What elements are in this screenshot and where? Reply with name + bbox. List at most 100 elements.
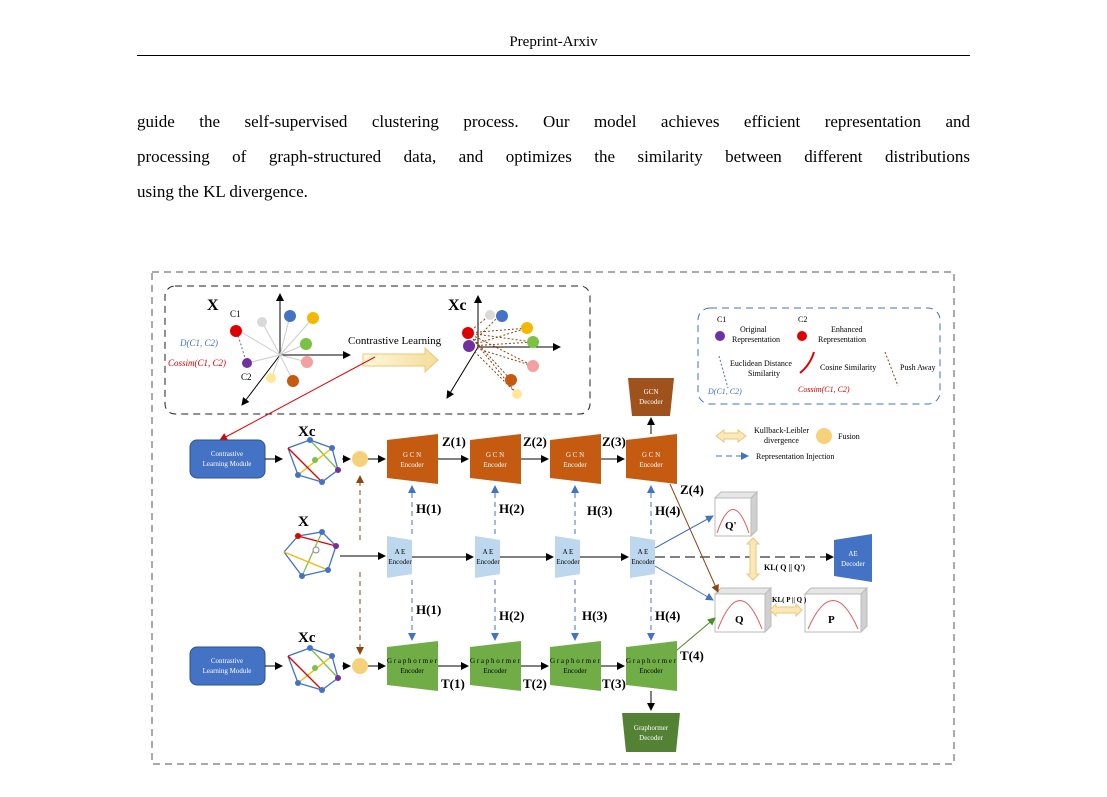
page-header: Preprint-Arxiv xyxy=(137,34,970,56)
p-label: P xyxy=(828,614,835,626)
kl-qq-arrow xyxy=(745,537,761,581)
x-label: X xyxy=(207,297,219,314)
original-scatter xyxy=(230,293,351,406)
t1-label: T(1) xyxy=(441,676,465,691)
h4-bot: H(4) xyxy=(655,608,680,623)
h2-bot: H(2) xyxy=(499,608,524,623)
panel-to-clm-arrow xyxy=(219,356,376,441)
q-prime-label: Q' xyxy=(725,520,737,532)
kl-qq-label: KL( Q || Q') xyxy=(764,563,805,572)
gcn-encoder-row xyxy=(387,434,677,484)
model-architecture-figure: X C1 C2 D(C1, C2) Cossim(C1, C2) Contras… xyxy=(151,271,955,765)
graph-top xyxy=(287,437,341,485)
paragraph-line: guide the self-supervised clustering pro… xyxy=(137,112,970,131)
graph-mid xyxy=(283,529,339,579)
fusion-top-icon xyxy=(352,451,368,467)
p-box xyxy=(803,586,869,634)
legend-cos-sim: Cossim(C1, C2) xyxy=(798,385,850,394)
graph-bottom xyxy=(287,645,341,693)
graphormer-decoder xyxy=(622,713,680,752)
t4-label: T(4) xyxy=(680,648,704,663)
x-mid-label: X xyxy=(298,514,309,530)
clm-bottom xyxy=(189,646,266,686)
legend-injection: Representation Injection xyxy=(756,452,834,461)
legend-cosine-curve xyxy=(799,351,815,374)
h3-top: H(3) xyxy=(587,503,612,518)
kl-pq-label: KL( P || Q ) xyxy=(772,596,807,604)
cosine-label: Cossim(C1, C2) xyxy=(168,358,226,368)
h1-bot: H(1) xyxy=(416,602,441,617)
t2-label: T(2) xyxy=(523,676,547,691)
distance-label: D(C1, C2) xyxy=(179,338,218,348)
q-label: Q xyxy=(735,614,744,626)
legend-original-dot xyxy=(715,331,725,341)
h3-bot: H(3) xyxy=(582,608,607,623)
legend-c1: C1 xyxy=(717,315,726,324)
paragraph-line: processing of graph-structured data, and… xyxy=(137,147,970,166)
legend-enhanced-dot xyxy=(797,331,807,341)
legend-push-line xyxy=(884,351,899,387)
legend-kl-arrow xyxy=(715,429,747,443)
legend-distance: D(C1, C2) xyxy=(707,387,742,396)
xc-label: Xc xyxy=(448,297,467,314)
legend-fusion: Fusion xyxy=(838,432,860,441)
enhanced-scatter xyxy=(446,295,561,399)
kl-pq-arrow xyxy=(769,602,803,618)
h1-top: H(1) xyxy=(416,501,441,516)
t3-label: T(3) xyxy=(602,676,626,691)
z4-label: Z(4) xyxy=(680,482,704,497)
h4-top: H(4) xyxy=(655,503,680,518)
graphormer-encoder-row xyxy=(387,641,677,691)
h-injection-bottom xyxy=(408,580,655,641)
contrastive-panel xyxy=(164,285,591,415)
ae-to-q xyxy=(654,565,714,601)
paragraph-line: using the KL divergence. xyxy=(137,182,308,201)
q-prime-box xyxy=(713,490,759,538)
clm-top xyxy=(189,439,266,479)
legend-fusion-icon xyxy=(816,428,832,444)
c2-label: C2 xyxy=(241,372,252,382)
z2-label: Z(2) xyxy=(523,434,547,449)
legend-push: Push Away xyxy=(900,363,936,372)
xc-bot-label: Xc xyxy=(298,630,316,646)
body-paragraph: guide the self-supervised clustering pro… xyxy=(137,104,970,209)
xc-top-label: Xc xyxy=(298,424,316,440)
legend-box xyxy=(697,307,941,405)
legend-euclid-line xyxy=(718,355,729,389)
contrastive-arrow xyxy=(362,346,439,374)
ae-decoder xyxy=(834,534,872,582)
h-injection-top xyxy=(408,485,655,534)
gcn-to-q xyxy=(669,483,719,593)
graphormer-to-q xyxy=(676,617,716,651)
q-box xyxy=(713,586,773,634)
z1-label: Z(1) xyxy=(442,434,466,449)
ae-encoder-row xyxy=(387,536,655,578)
fusion-bottom-icon xyxy=(352,658,368,674)
contrastive-arrow-label: Contrastive Learning xyxy=(348,335,442,347)
legend-cosine: Cosine Similarity xyxy=(820,363,876,372)
legend-c2: C2 xyxy=(798,315,807,324)
gcn-decoder xyxy=(628,378,674,416)
figure-frame xyxy=(151,271,955,765)
ae-to-qprime xyxy=(654,515,714,549)
